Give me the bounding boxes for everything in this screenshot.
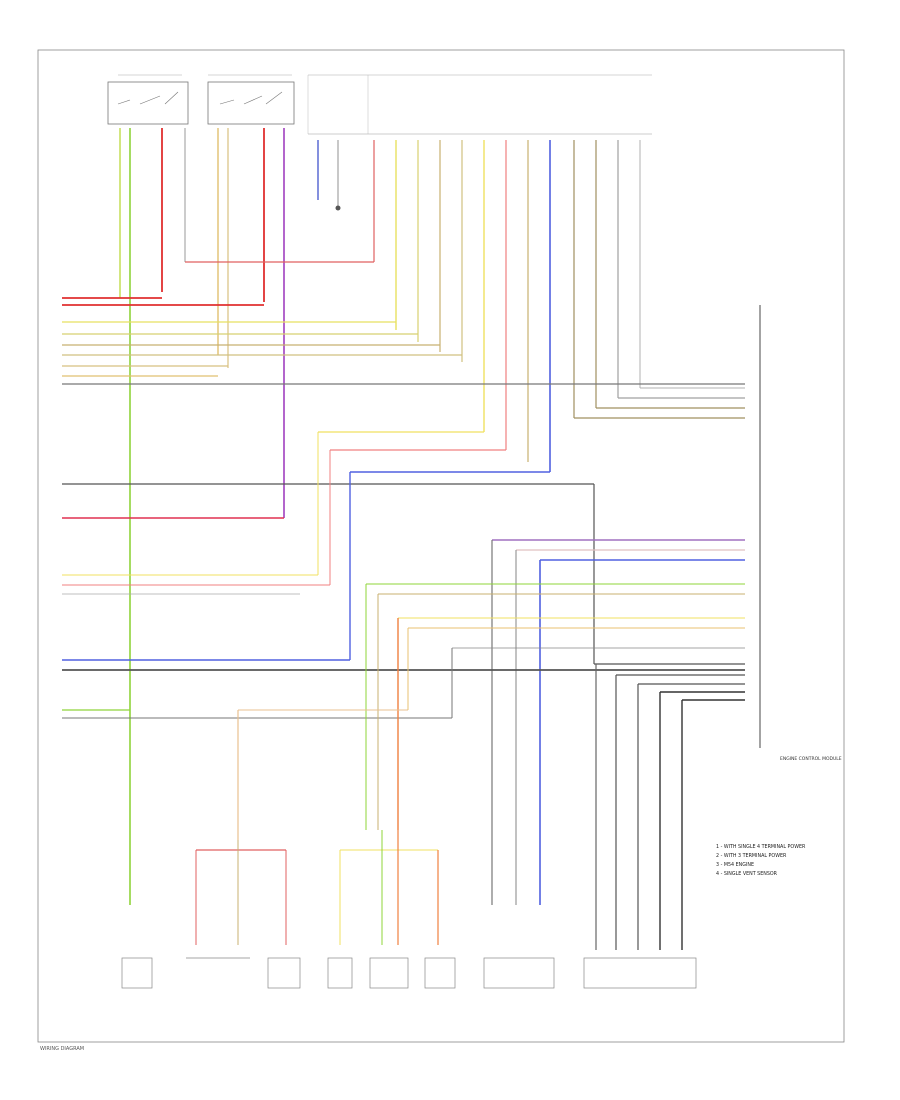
legend-item-3: 3 - M54 ENGINE [716,862,754,868]
diagram-frame [37,49,845,1043]
legend: 1 - WITH SINGLE 4 TERMINAL POWER 2 - WIT… [716,844,806,877]
sensor-component-8 [583,957,697,989]
relay-right [207,74,295,125]
legend-item-1: 1 - WITH SINGLE 4 TERMINAL POWER [716,844,806,850]
footer-code: WIRING DIAGRAM [40,1046,85,1052]
legend-item-4: 4 - SINGLE VENT SENSOR [716,871,778,877]
sensor-component-3 [267,957,301,989]
ground-splice [335,140,341,211]
sensor-component-4 [327,957,353,989]
top-connector [307,74,652,135]
legend-item-2: 2 - WITH 3 TERMINAL POWER [716,853,787,859]
sensor-component-6 [424,957,456,989]
sensor-component-7 [483,957,555,989]
sensor-component-5 [369,957,409,989]
relay-left [107,74,189,125]
ecm-label: ENGINE CONTROL MODULE [780,756,842,762]
sensor-component-1 [121,957,153,989]
